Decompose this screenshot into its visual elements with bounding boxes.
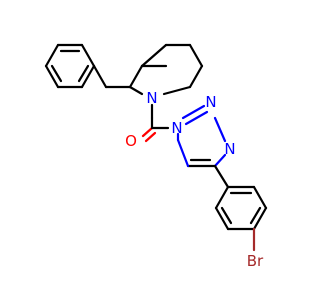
bond [141,126,154,138]
bond [213,164,230,189]
phenyl-ring [44,43,96,89]
bond [213,153,227,168]
bond [252,185,268,210]
bond [128,85,144,96]
bond [214,206,230,231]
bond [176,138,190,168]
triazole-n1-label: N [171,119,182,137]
bond [44,64,60,89]
bond [80,64,96,89]
bond [249,206,262,225]
triazole-n3-label: N [224,140,235,158]
structure-svg: N O N N N Br [44,43,268,270]
bond [213,116,227,143]
bond [144,131,157,143]
bond [50,64,63,83]
bond [214,185,230,210]
bond [77,64,90,83]
bond [44,43,60,68]
triazole-ring [176,104,227,168]
bond [80,43,96,68]
bond [188,43,204,68]
bond [162,85,192,96]
carbonyl-oxygen-label: O [125,132,137,150]
carbonyl-group [141,103,170,143]
piperidine-ring [128,43,204,96]
triazole-n2-label: N [205,93,216,111]
bond [220,206,233,225]
bond [128,64,144,89]
bond [181,104,206,120]
bond [252,206,268,231]
bromophenyl-ring [214,185,268,231]
bond [92,64,108,89]
bond [188,64,204,89]
bromine-label: Br [247,252,264,270]
bond [140,43,168,68]
bond [184,110,209,126]
piperidine-nitrogen-label: N [146,89,157,107]
molecule-diagram: N O N N N Br [44,43,268,270]
